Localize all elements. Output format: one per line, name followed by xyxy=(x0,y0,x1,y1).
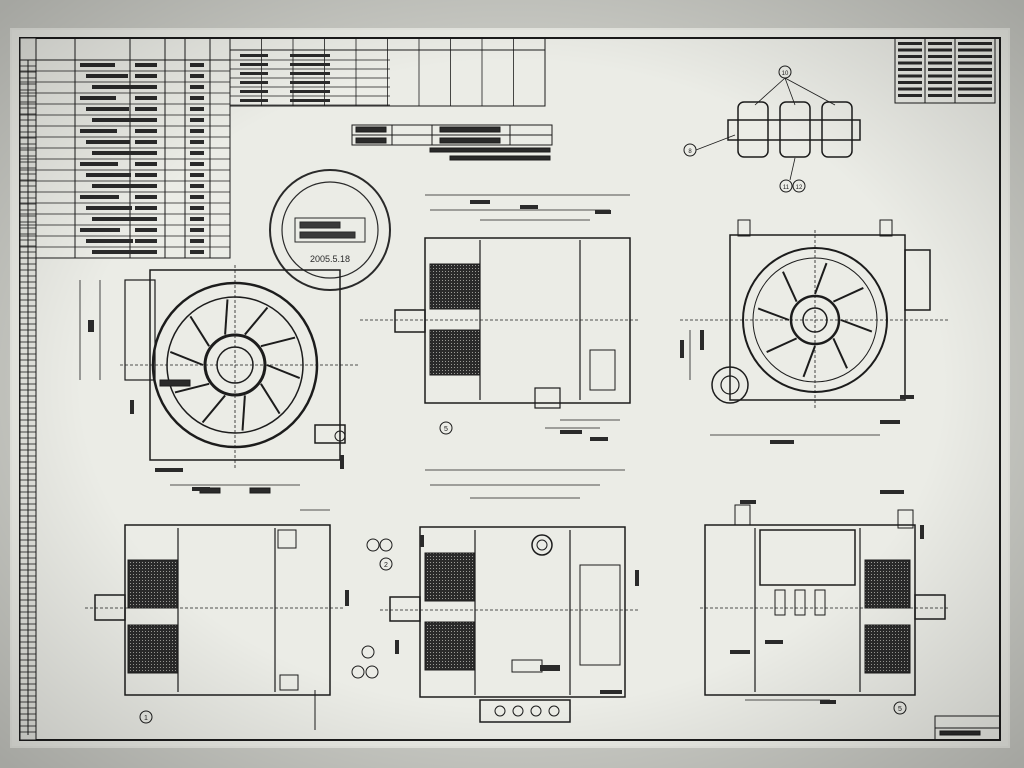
detail-callout: 10 xyxy=(782,71,789,77)
stamp-date: 2005.5.18 xyxy=(310,254,350,264)
spec-table-rows xyxy=(898,42,992,97)
callout-5-top: 5 xyxy=(444,426,448,433)
detail-callout: 12 xyxy=(796,185,803,191)
left-margin-strip xyxy=(19,37,37,741)
callout-1: 1 xyxy=(144,715,148,722)
detail-callout: 11 xyxy=(783,185,790,191)
callout-5-bottom: 5 xyxy=(898,706,902,713)
callout-2: 2 xyxy=(384,562,388,569)
